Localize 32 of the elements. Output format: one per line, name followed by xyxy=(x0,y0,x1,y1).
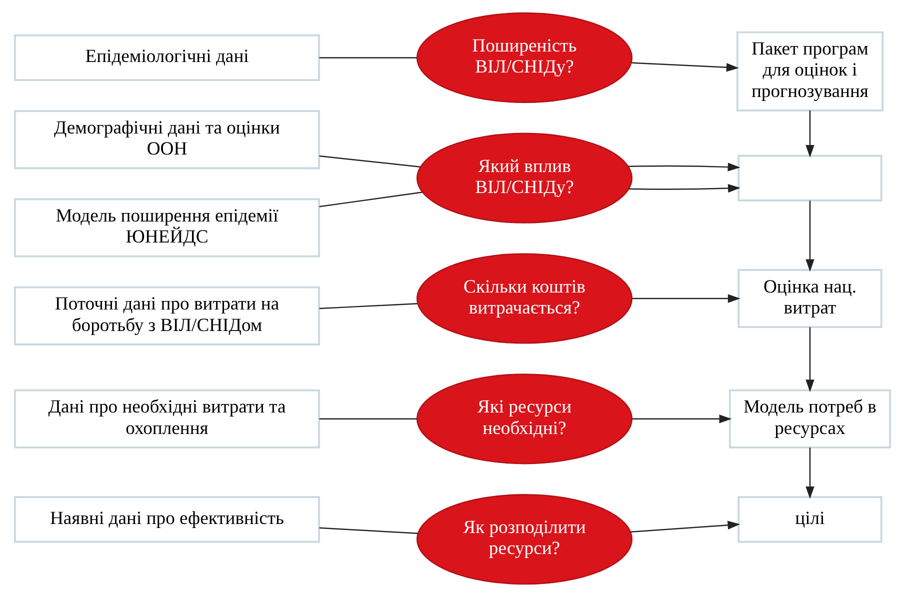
node-box: Модель потреб в ресурсах xyxy=(728,389,891,448)
connector xyxy=(319,155,420,168)
arrow xyxy=(806,448,814,499)
node-box: Наявні дані про ефективність xyxy=(14,496,320,543)
node-ellipse: Скільки коштів витрачається? xyxy=(416,253,632,344)
connector xyxy=(319,303,418,310)
arrow xyxy=(628,184,740,193)
connector xyxy=(319,57,417,58)
arrow xyxy=(632,294,740,303)
arrow xyxy=(806,110,814,158)
node-box: цілі xyxy=(738,496,882,543)
arrow xyxy=(631,62,739,72)
arrow xyxy=(632,414,732,424)
connector xyxy=(319,418,417,420)
node-box: Демографічні дані та оцінки ООН xyxy=(14,110,320,170)
arrow xyxy=(806,327,814,392)
node-ellipse: Які ресурси необхідні? xyxy=(416,374,632,464)
node-box: Дані про необхідні витрати та охоплення xyxy=(14,389,320,448)
node-box: Поточні дані про витрати на боротьбу з ВІЛ/СНІДом xyxy=(14,286,320,346)
connector xyxy=(319,192,422,208)
arrow xyxy=(806,200,814,272)
node-ellipse: Як розподілити ресурси? xyxy=(416,494,632,585)
arrow xyxy=(628,162,740,172)
node-box: Епідеміологічні дані xyxy=(14,34,320,81)
node-box: Модель поширення епідемії ЮНЕЙДС xyxy=(14,198,320,258)
connector xyxy=(319,527,418,534)
node-box xyxy=(738,154,882,202)
node-box: Оцінка нац. витрат xyxy=(738,269,882,328)
arrow xyxy=(630,520,740,533)
node-ellipse: Поширеність ВІЛ/СНІДу? xyxy=(416,12,632,103)
node-box: Пакет програм для оцінок і прогнозування xyxy=(736,31,884,112)
node-ellipse: Який вплив ВІЛ/СНІДу? xyxy=(416,132,632,224)
